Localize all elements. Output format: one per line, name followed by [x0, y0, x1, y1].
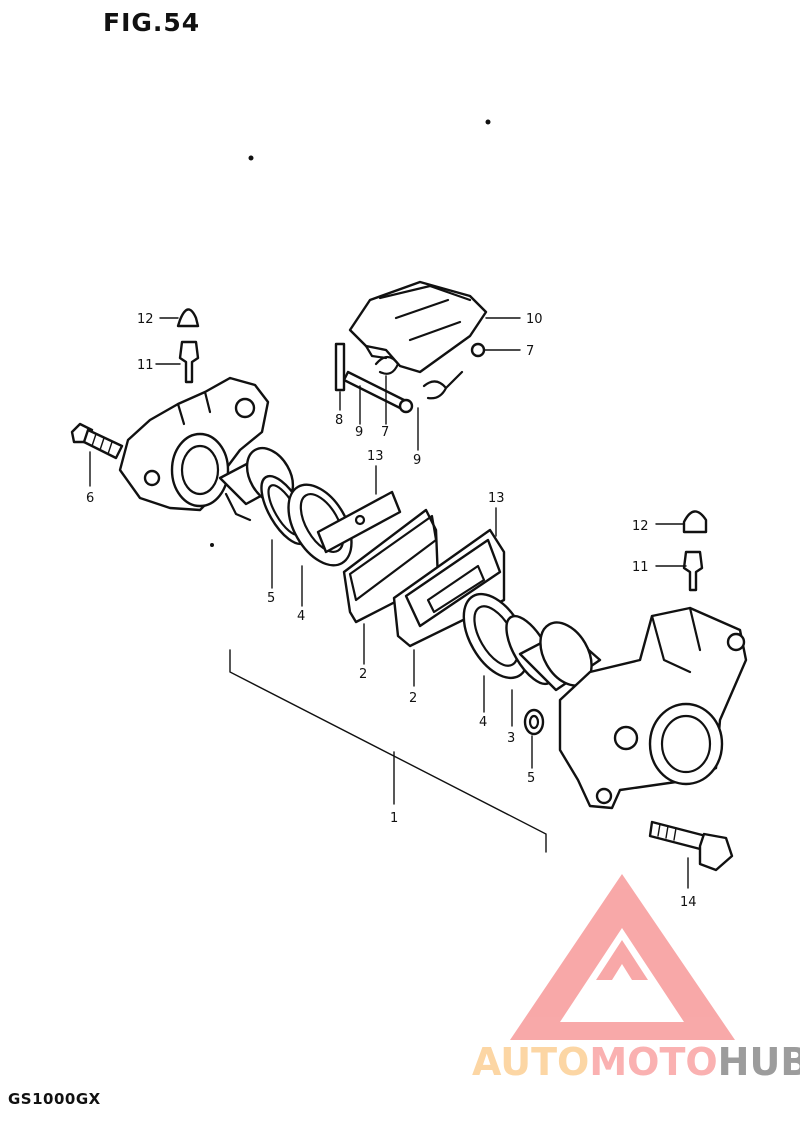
speck [485, 119, 491, 125]
bleeder-cap-left [176, 308, 200, 328]
callout-2: 2 [359, 667, 367, 682]
callout-8: 8 [335, 413, 343, 428]
model-code: GS1000GX [8, 1090, 101, 1108]
watermark-text: AUTOMOTOHUB [472, 1040, 800, 1084]
shim-left [316, 490, 402, 554]
callout-labels: 12 11 6 10 7 8 9 7 9 13 13 5 4 2 2 4 3 5… [86, 312, 697, 910]
callout-11: 11 [632, 560, 649, 575]
pad-pin-9 [342, 370, 414, 414]
clip-7 [374, 355, 400, 375]
callout-4: 4 [479, 715, 487, 730]
callout-6: 6 [86, 491, 94, 506]
callout-1: 1 [390, 811, 398, 826]
callout-10: 10 [526, 312, 543, 327]
watermark-logo [510, 874, 735, 1040]
watermark-hub: HUB [717, 1040, 800, 1084]
leader-lines [89, 317, 689, 889]
callout-5: 5 [267, 591, 275, 606]
figure-title: FIG.54 [103, 8, 201, 37]
callout-13: 13 [367, 449, 384, 464]
brake-pad-right [392, 528, 506, 648]
washer-5 [523, 708, 545, 736]
pad-pin-7-top [470, 342, 486, 358]
callout-14: 14 [680, 895, 697, 910]
left-caliper-body [118, 376, 270, 512]
right-caliper-body [558, 606, 748, 810]
callout-2: 2 [409, 691, 417, 706]
clip-9 [422, 370, 464, 400]
pad-cover-10 [348, 280, 488, 374]
callout-9: 9 [413, 453, 421, 468]
watermark-moto: MOTO [589, 1040, 718, 1084]
bolt-14 [648, 820, 734, 872]
speck [210, 543, 214, 547]
callout-5: 5 [527, 771, 535, 786]
bleeder-valve-left [178, 340, 200, 384]
bleeder-valve-right [682, 550, 704, 592]
callout-7: 7 [526, 344, 534, 359]
callout-12: 12 [137, 312, 154, 327]
callout-9: 9 [355, 425, 363, 440]
callout-12: 12 [632, 519, 649, 534]
bolt-6 [70, 422, 124, 460]
callout-11: 11 [137, 358, 154, 373]
bleeder-cap-right [682, 510, 708, 534]
watermark-auto: AUTO [472, 1040, 590, 1084]
callout-3: 3 [507, 731, 515, 746]
speck [248, 155, 254, 161]
piston-right [518, 621, 602, 692]
clip-8 [334, 342, 346, 392]
callout-7: 7 [381, 425, 389, 440]
callout-13: 13 [488, 491, 505, 506]
callout-4: 4 [297, 609, 305, 624]
